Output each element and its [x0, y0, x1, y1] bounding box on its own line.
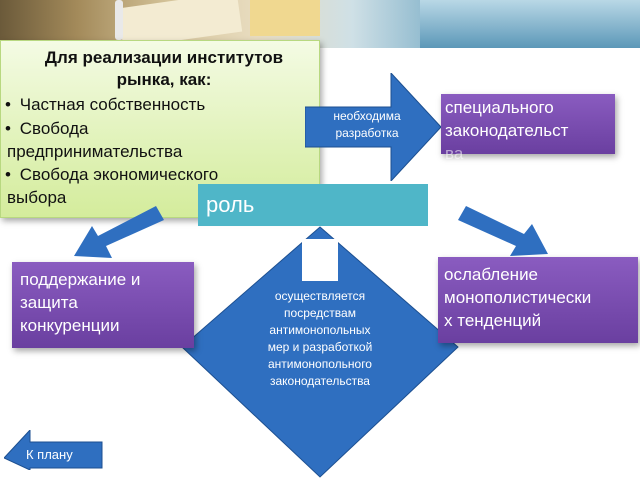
arrow-down-left-icon: [74, 206, 164, 258]
bullet-freedom-choice-cont: выбора: [7, 186, 66, 209]
diamond-line: антимонопольного: [268, 357, 372, 371]
diamond-text: осуществляется посредствам антимонопольн…: [250, 288, 390, 390]
title-line-1: Для реализации институтов: [44, 48, 284, 67]
institutions-box: Для реализации институтов рынка, как: • …: [0, 40, 320, 218]
special-line-1: специального: [445, 98, 554, 117]
note-image: [250, 0, 320, 36]
diamond-line: мер и разработкой: [267, 340, 373, 354]
bullet-freedom-enterprise-cont: предпринимательства: [7, 140, 182, 163]
bullet-text: выбора: [7, 188, 67, 207]
bullet-text: предпринимательства: [7, 142, 183, 161]
arrow-down-right-icon: [458, 206, 548, 256]
back-to-plan-label[interactable]: К плану: [26, 447, 73, 462]
bullet-text: Частная собственность: [19, 95, 206, 114]
bullet-freedom-choice: • Свобода экономического: [5, 165, 219, 184]
bullet-freedom-enterprise: • Свобода: [5, 119, 89, 138]
competition-line-3: конкуренции: [20, 316, 120, 335]
arrow-right-icon: [305, 73, 441, 181]
arrow-label-line-2: разработка: [335, 126, 399, 140]
diamond-shape: [181, 226, 459, 478]
back-to-plan-button[interactable]: [4, 430, 104, 470]
monopoly-line-3: х тенденций: [444, 311, 542, 330]
diamond-line: осуществляется: [274, 289, 366, 303]
arrow-label: необходима разработка: [316, 108, 418, 142]
monopoly-line-1: ослабление: [444, 265, 539, 284]
institutions-title: Для реализации институтов рынка, как:: [11, 47, 317, 91]
diamond-line: антимонопольных: [269, 323, 371, 337]
special-line-2: законодательст: [445, 121, 569, 140]
competition-line-1: поддержание и: [20, 270, 141, 289]
competition-box: поддержание и защита конкуренции: [12, 262, 194, 348]
bullet-text: Свобода: [19, 119, 89, 138]
bullet-private-property: • Частная собственность: [5, 95, 206, 114]
diamond-line: посредствам: [284, 306, 356, 320]
competition-line-2: защита: [20, 293, 78, 312]
special-legislation-box: специального законодательст ва: [441, 94, 615, 163]
blue-background: [420, 0, 640, 48]
role-label: роль: [206, 192, 255, 217]
monopoly-line-2: монополистически: [444, 288, 592, 307]
diamond-line: законодательства: [270, 374, 370, 388]
arrow-label-line-1: необходима: [333, 109, 401, 123]
role-box: роль: [198, 184, 428, 226]
title-line-2: рынка, как:: [116, 70, 212, 89]
pen-image: [115, 0, 123, 40]
bullet-text: Свобода экономического: [19, 165, 219, 184]
special-line-3: ва: [445, 144, 464, 163]
monopoly-box: ослабление монополистически х тенденций: [438, 257, 638, 343]
